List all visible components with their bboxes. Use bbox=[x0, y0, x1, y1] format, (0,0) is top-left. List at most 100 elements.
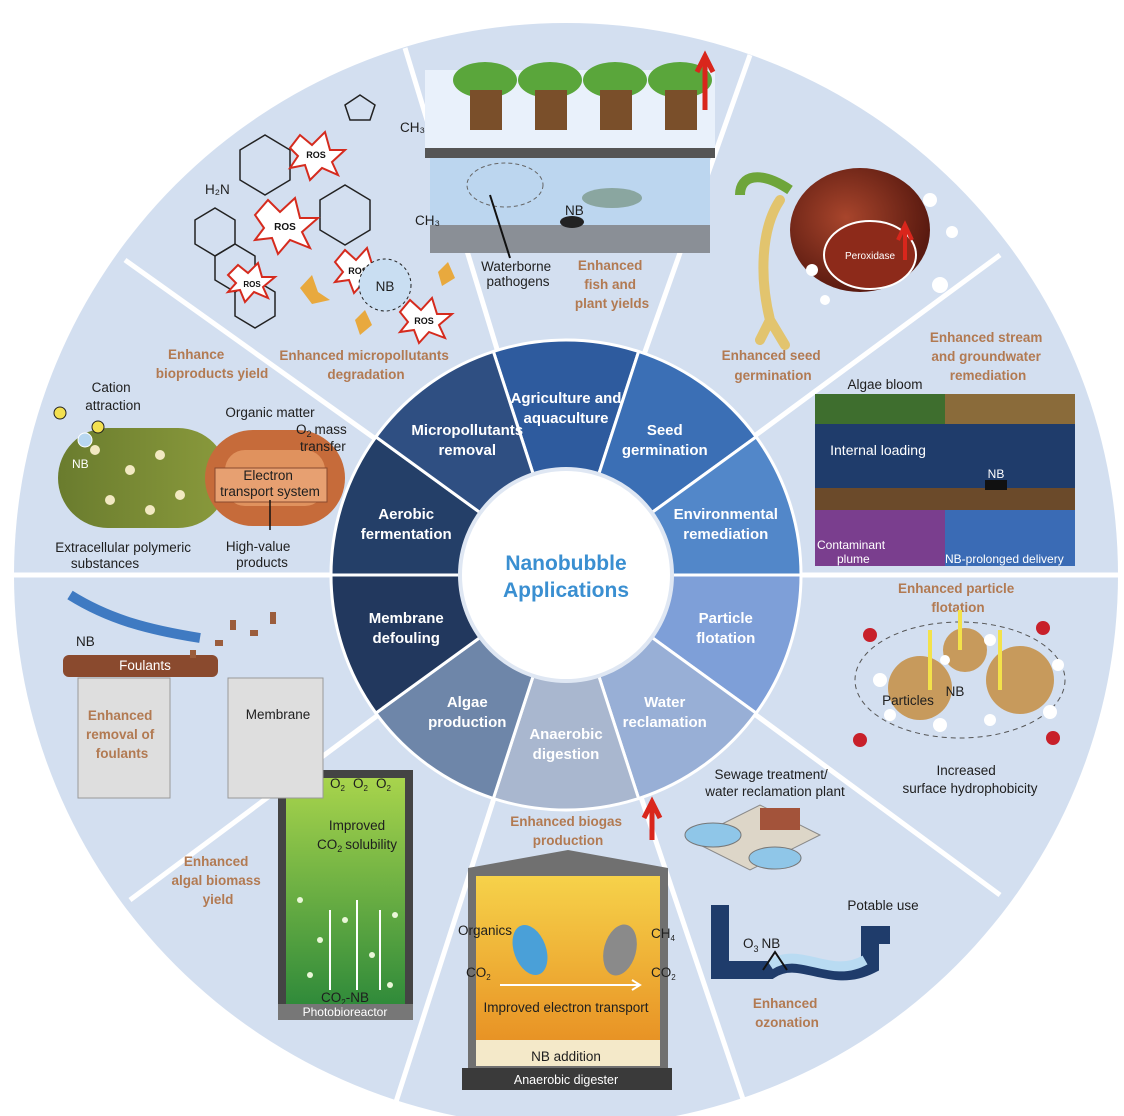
panel-environment: Enhanced stream and groundwater remediat… bbox=[815, 330, 1075, 566]
panel-seed: Peroxidase Enhanced seed germination bbox=[722, 168, 958, 383]
panel-agriculture: NB Waterborne pathogens Enhanced fish an… bbox=[425, 50, 716, 311]
transfer-label: transfer bbox=[300, 439, 346, 454]
co2-right-label: CO2 bbox=[651, 965, 676, 982]
benzene-ring-icon bbox=[239, 134, 291, 196]
internal-loading-label: Internal loading bbox=[830, 442, 926, 458]
photobioreactor-label: Photobioreactor bbox=[303, 1005, 388, 1019]
particle-title: Enhanced particle flotation bbox=[898, 581, 1018, 615]
nanobubble-icon bbox=[358, 258, 412, 312]
h2n-label: H₂N bbox=[205, 182, 230, 197]
ch4-label: CH4 bbox=[651, 926, 676, 943]
panel-water: Sewage treatment/ water reclamation plan… bbox=[684, 767, 919, 1030]
agri-nb-label: NB bbox=[565, 203, 584, 218]
potable-use-label: Potable use bbox=[847, 898, 918, 913]
agri-title: Enhanced fish and plant yields bbox=[575, 258, 649, 311]
nb-flow-icon bbox=[67, 590, 201, 643]
panel-anaerobic: Enhanced biogas production Organics CH4 … bbox=[458, 796, 676, 1090]
env-title: Enhanced stream and groundwater remediat… bbox=[930, 330, 1046, 383]
peroxidase-label: Peroxidase bbox=[845, 251, 895, 262]
pathogen-zoom bbox=[466, 162, 544, 208]
nb-prolonged-delivery-label: NB-prolonged delivery bbox=[945, 552, 1064, 566]
particles-label: Particles bbox=[882, 693, 934, 708]
ch3-label-1: CH₃ bbox=[400, 120, 425, 135]
panel-particle: Enhanced particle flotation Particles NB… bbox=[853, 581, 1066, 796]
center-title-line2: Applications bbox=[503, 579, 629, 602]
eps-label: Extracellular polymeric substances bbox=[55, 540, 195, 571]
sprout-root bbox=[755, 195, 790, 350]
cation-attraction-label: Cation attraction bbox=[85, 380, 141, 413]
algae-title: Enhanced algal biomass yield bbox=[171, 854, 264, 907]
svg-text:ROS: ROS bbox=[243, 280, 261, 289]
svg-text:ROS: ROS bbox=[414, 316, 434, 326]
plant-pots bbox=[453, 62, 712, 130]
improved-label: Improved bbox=[329, 818, 385, 833]
co2-left-label: CO2 bbox=[466, 965, 491, 982]
micro-nb-label: NB bbox=[376, 279, 395, 294]
env-nb-label: NB bbox=[988, 467, 1005, 481]
ch3-label-2: CH₃ bbox=[415, 213, 440, 228]
digester-label: Anaerobic digester bbox=[514, 1073, 618, 1087]
ets-box bbox=[214, 467, 328, 503]
ros-burst-icon: ROS bbox=[397, 296, 455, 345]
ros-burst-icon: ROS bbox=[287, 130, 348, 182]
increase-arrow-icon bbox=[896, 220, 914, 260]
hydrophobicity-label: Increased surface hydrophobicity bbox=[902, 763, 1037, 796]
organics-label: Organics bbox=[458, 923, 512, 938]
membrane-label: Membrane bbox=[246, 707, 311, 722]
nb-addition-label: NB addition bbox=[531, 1049, 601, 1064]
algae-bloom-label: Algae bloom bbox=[847, 377, 922, 392]
co2-nb-label: CO2-NB bbox=[321, 990, 369, 1007]
svg-text:ROS: ROS bbox=[274, 222, 296, 233]
cell-icon bbox=[58, 428, 228, 528]
foulants-label: Foulants bbox=[119, 658, 171, 673]
contaminant-plume-label: Contaminant plume bbox=[817, 538, 888, 566]
membrane-block-left bbox=[77, 677, 171, 799]
ozonation-title: Enhanced ozonation bbox=[753, 996, 821, 1030]
aerobic-title: Enhance bioproducts yield bbox=[156, 347, 269, 381]
svg-text:ROS: ROS bbox=[348, 266, 368, 276]
ros-burst-icon: ROS bbox=[225, 261, 278, 304]
membrane-title: Enhanced removal of foulants bbox=[86, 708, 158, 761]
organic-matter-label: Organic matter bbox=[225, 405, 315, 420]
particle-icon bbox=[888, 656, 952, 720]
panel-aerobic: Enhance bioproducts yield Cation attract… bbox=[53, 347, 347, 571]
plant-label: Sewage treatment/ water reclamation plan… bbox=[704, 767, 845, 799]
high-value-label: High-value products bbox=[226, 539, 294, 570]
aerobic-nb-label: NB bbox=[72, 457, 89, 471]
ros-burst-icon: ROS bbox=[252, 196, 321, 256]
panel-membrane: NB Foulants Enhanced removal of foulants… bbox=[63, 590, 324, 799]
micro-title: Enhanced micropollutants degradation bbox=[279, 348, 452, 382]
membrane-block-right bbox=[227, 677, 324, 799]
increase-arrow-icon bbox=[694, 50, 716, 110]
membrane-nb-label: NB bbox=[76, 634, 95, 649]
electron-transport-label: Improved electron transport bbox=[483, 1000, 648, 1015]
panel-micro-labels: H₂N CH₃ CH₃ ROS ROS ROS ROS ROS NB Enhan… bbox=[205, 120, 455, 382]
fish-icon bbox=[582, 188, 642, 208]
ets-label: Electron transport system bbox=[220, 468, 320, 499]
center-circle bbox=[458, 467, 674, 683]
center-title-line1: Nanobubble bbox=[505, 552, 626, 575]
svg-text:ROS: ROS bbox=[306, 150, 326, 160]
waterborne-pathogens-label: Waterborne pathogens bbox=[481, 259, 555, 289]
seed-title: Enhanced seed germination bbox=[722, 348, 825, 383]
increase-arrow-icon bbox=[641, 796, 663, 840]
particle-nb-label: NB bbox=[946, 684, 965, 699]
biogas-title: Enhanced biogas production bbox=[510, 814, 626, 848]
